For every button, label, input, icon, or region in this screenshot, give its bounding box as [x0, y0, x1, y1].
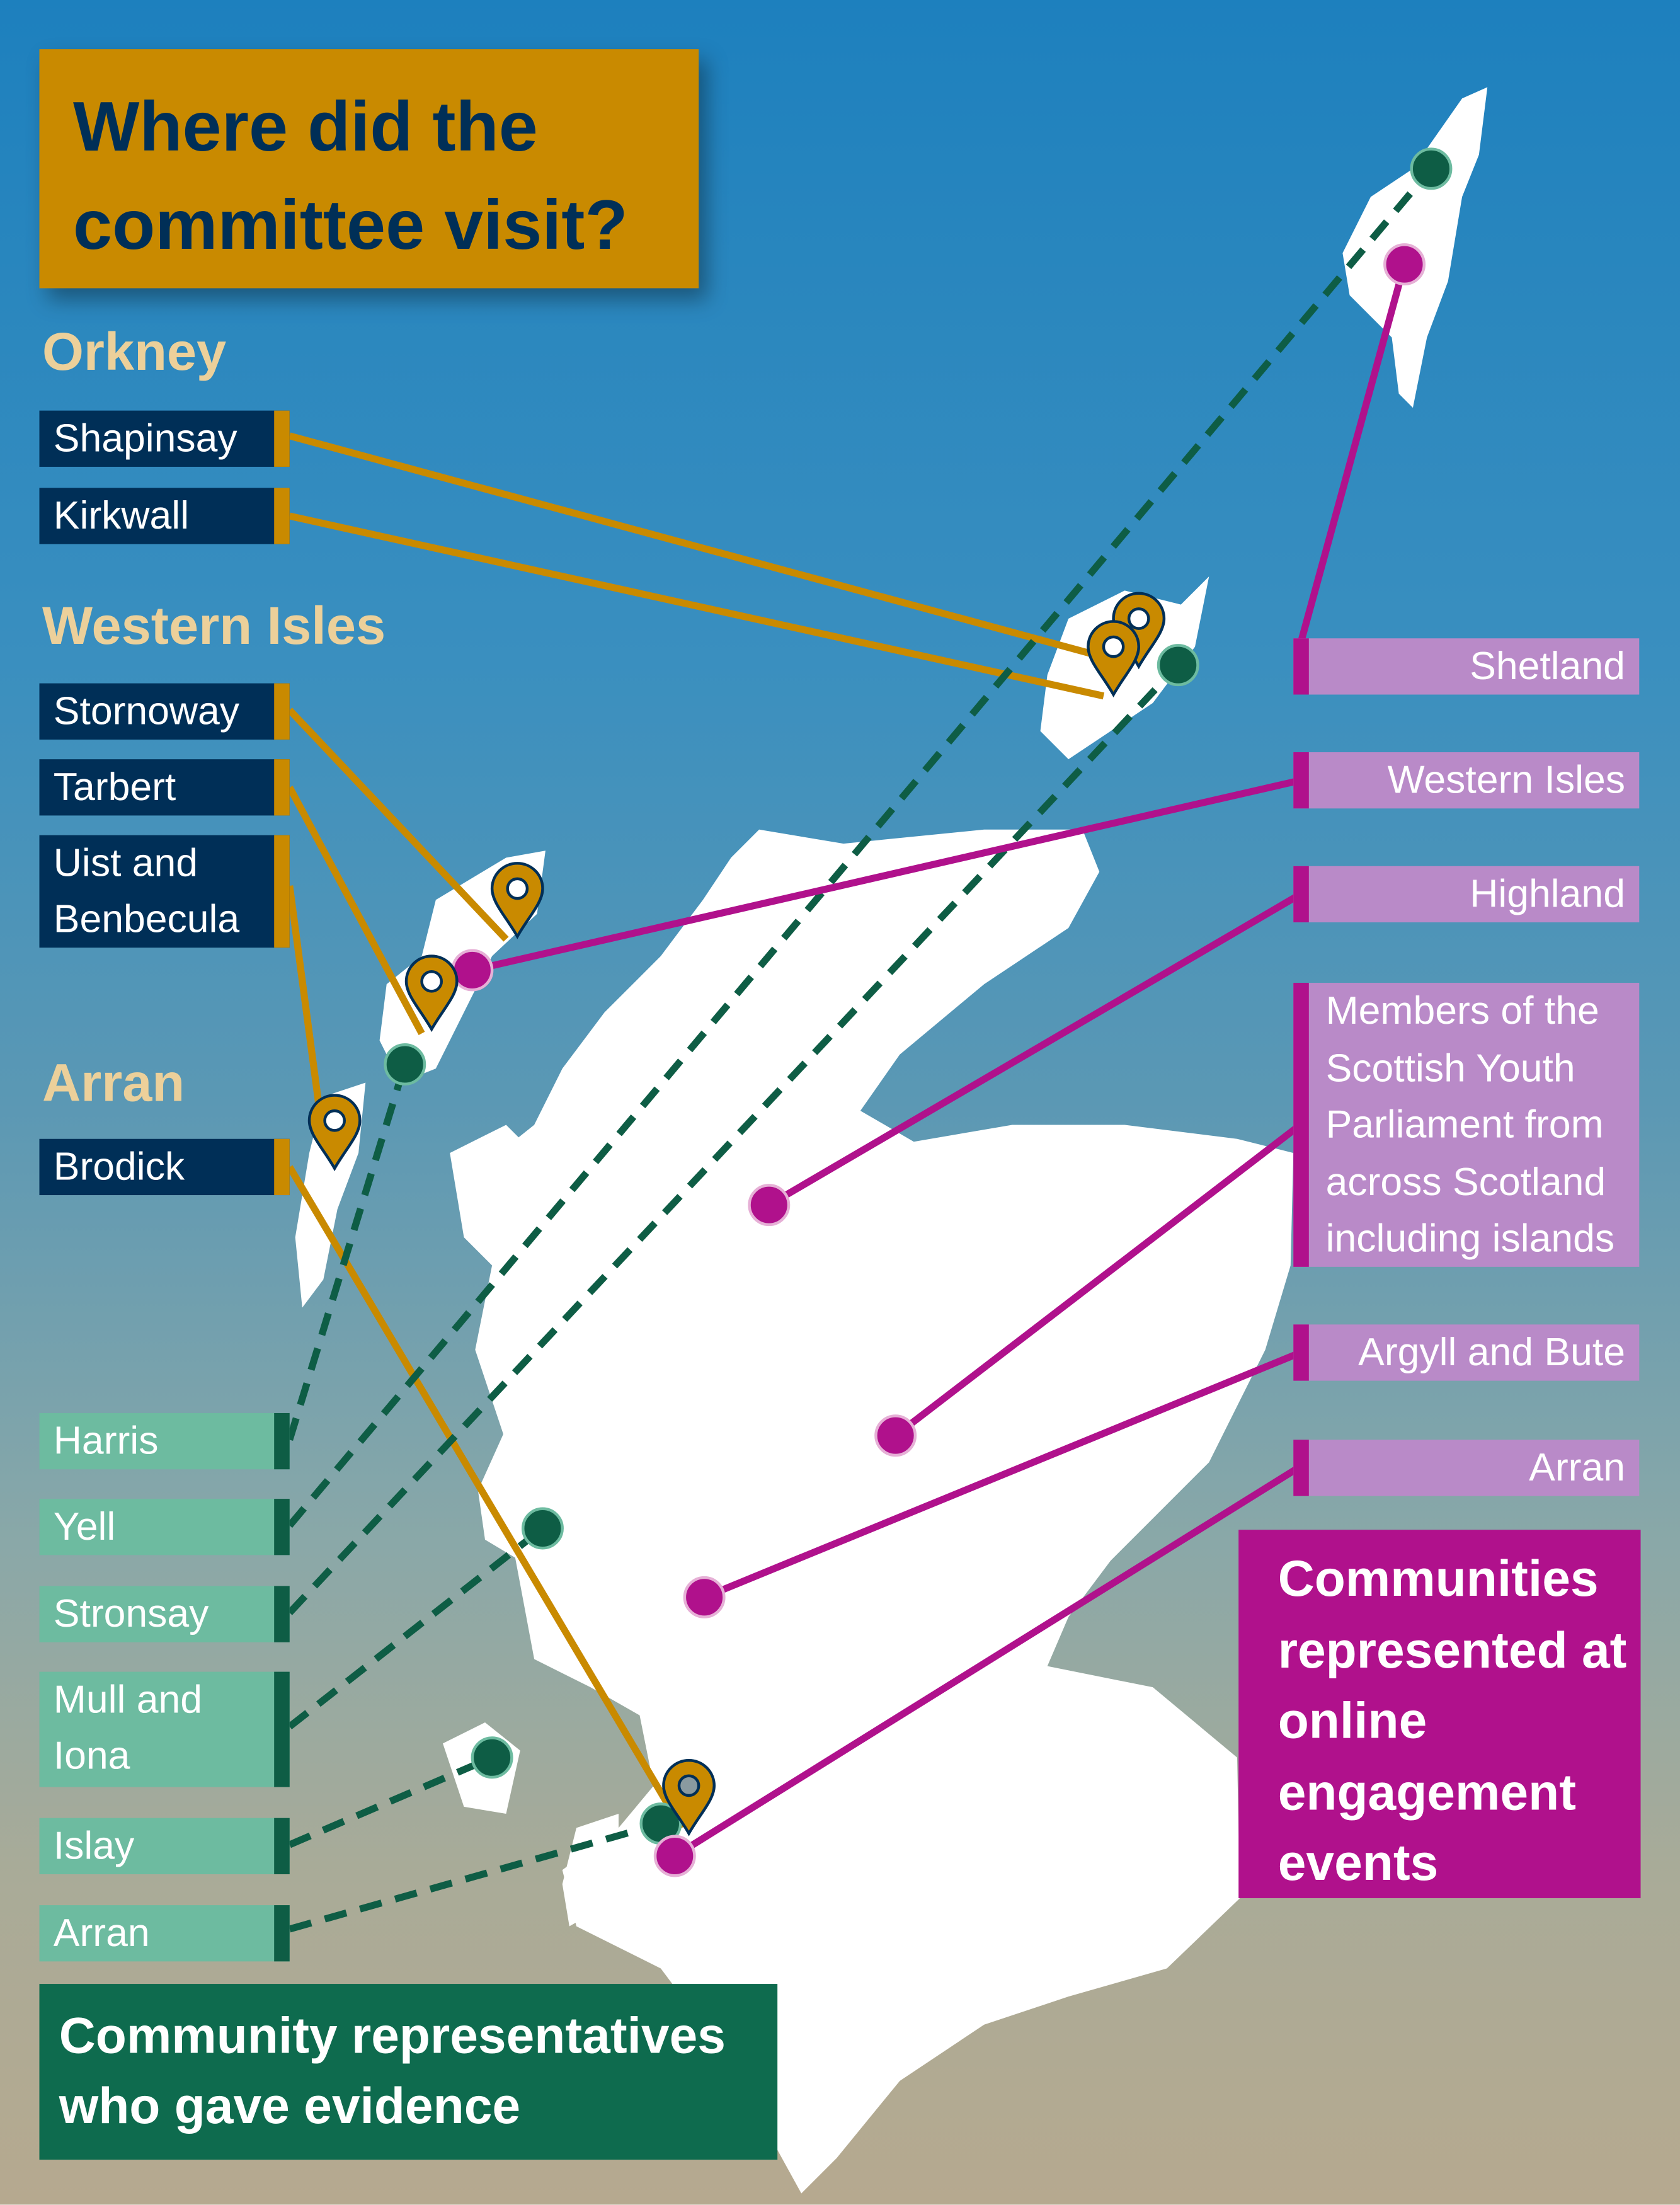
online-label: Highland [1293, 866, 1640, 923]
visit-lines [286, 432, 1119, 1830]
region-heading-western-isles: Western Isles [42, 597, 386, 657]
online-label: Argyll and Bute [1293, 1324, 1640, 1381]
evidence-label: Yell [39, 1499, 290, 1555]
visit-pins [307, 592, 1166, 1836]
visit-label: Kirkwall [39, 488, 290, 544]
visit-label: Uist and Benbecula [39, 835, 290, 948]
online-label: Arran [1293, 1440, 1640, 1496]
kintyre [562, 1814, 619, 1927]
region-heading-orkney: Orkney [42, 323, 227, 383]
skye [450, 1125, 549, 1266]
online-heading: Communities represented at online engage… [1238, 1530, 1641, 1898]
map-pin-icon [1087, 620, 1140, 698]
map-pin-icon [307, 1094, 362, 1172]
map-pin-icon [490, 862, 544, 939]
evidence-label: Stronsay [39, 1586, 290, 1642]
evidence-dots [384, 147, 1453, 1845]
visit-label: Tarbert [39, 759, 290, 816]
region-heading-arran: Arran [42, 1054, 185, 1114]
page-title: Where did the committee visit? [39, 49, 699, 289]
evidence-lines [286, 166, 1434, 1933]
online-lines [471, 263, 1408, 1859]
visit-label: Shapinsay [39, 410, 290, 467]
online-label: Shetland [1293, 638, 1640, 695]
evidence-label: Islay [39, 1818, 290, 1874]
evidence-heading: Community representatives who gave evide… [39, 1984, 778, 2160]
visit-label: Brodick [39, 1138, 290, 1196]
online-dots [451, 243, 1426, 1877]
map-pin-icon [662, 1758, 716, 1836]
online-label: Members of the Scottish Youth Parliament… [1293, 983, 1640, 1267]
evidence-label: Harris [39, 1412, 290, 1470]
visit-label: Stornoway [39, 683, 290, 740]
evidence-label: Mull and Iona [39, 1671, 290, 1787]
map-pin-icon [404, 954, 459, 1033]
online-label: Western Isles [1293, 752, 1640, 809]
evidence-label: Arran [39, 1905, 290, 1962]
